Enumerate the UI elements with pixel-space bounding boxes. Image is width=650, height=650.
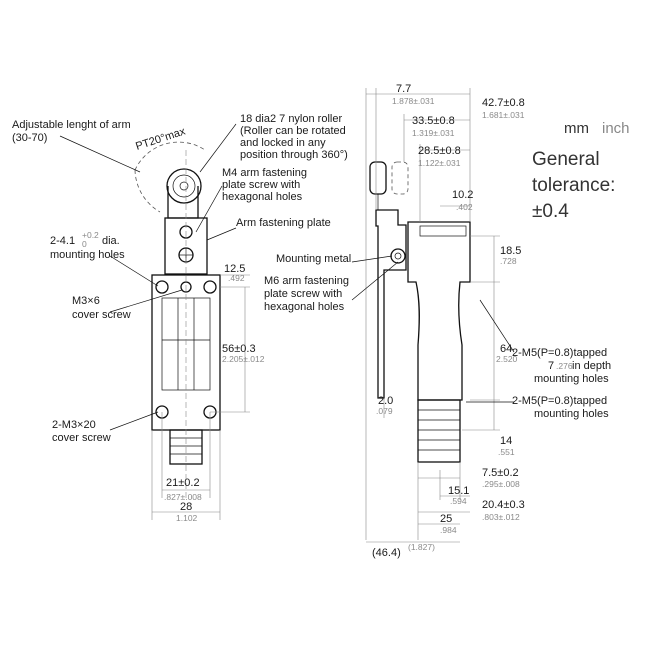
roller-label-4: position through 360°) <box>240 149 348 161</box>
m5a-label-2-depth: in depth <box>572 360 611 372</box>
dim-64-inch: 2.520 <box>496 354 518 364</box>
m5a-label-1: 2-M5(P=0.8)tapped <box>512 347 607 359</box>
m6-label-1: M6 arm fastening <box>264 275 349 287</box>
dim-12-5: 12.5 <box>224 263 245 275</box>
dim-15-1-inch: .594 <box>450 496 467 506</box>
dim-7-5-inch: .295±.008 <box>482 479 520 489</box>
m3x6-label-2: cover screw <box>72 309 131 321</box>
unit-inch: inch <box>602 120 630 137</box>
m6-label-3: hexagonal holes <box>264 301 345 313</box>
side-labels: Mounting metal M6 arm fastening plate sc… <box>264 253 611 420</box>
dim-28-5-inch: 1.122±.031 <box>418 158 461 168</box>
dim-2-0: 2.0 <box>378 395 393 407</box>
m4-label-3: hexagonal holes <box>222 191 303 203</box>
dim-21: 21±0.2 <box>166 477 200 489</box>
m6-label-2: plate screw with <box>264 288 342 300</box>
dim-12-5-inch: .492 <box>228 273 245 283</box>
roller-icon <box>166 168 202 204</box>
adjustable-arm-label: Adjustable lenght of arm <box>12 119 131 131</box>
m4-label-1: M4 arm fastening <box>222 167 307 179</box>
dim-20-4-inch: .803±.012 <box>482 512 520 522</box>
unit-mm: mm <box>564 120 589 137</box>
front-view <box>59 123 250 520</box>
dim-10-2-inch: .402 <box>456 202 473 212</box>
m5b-label-1: 2-M5(P=0.8)tapped <box>512 395 607 407</box>
m5a-label-3: mounting holes <box>534 373 609 385</box>
dim-42-7: 42.7±0.8 <box>482 97 525 109</box>
dim-56-inch: 2.205±.012 <box>222 354 265 364</box>
front-dimensions: 12.5 .492 56±0.3 2.205±.012 21±0.2 .827±… <box>164 263 265 523</box>
dim-42-7-inch: 1.681±.031 <box>482 110 525 120</box>
dim-56: 56±0.3 <box>222 343 256 355</box>
dim-10-2: 10.2 <box>452 189 473 201</box>
dim-14-inch: .551 <box>498 447 515 457</box>
mount-holes-tol-zero: 0 <box>82 239 87 249</box>
legend-block: mm inch General tolerance: ±0.4 <box>532 120 630 222</box>
m5a-label-2-inch: .276 <box>556 361 573 371</box>
m3x6-label-1: M3×6 <box>72 295 100 307</box>
mount-holes-label-3: mounting holes <box>50 249 125 261</box>
mount-holes-label-1: 2-4.1 <box>50 235 75 247</box>
dim-25-inch: .984 <box>440 525 457 535</box>
mount-holes-tol: +0.2 <box>82 230 99 240</box>
dim-28-inch: 1.102 <box>176 513 198 523</box>
arm-plate-label: Arm fastening plate <box>236 217 331 229</box>
dim-28: 28 <box>180 501 192 513</box>
dim-18-5: 18.5 <box>500 245 521 257</box>
dim-14: 14 <box>500 435 512 447</box>
dim-64: 64 <box>500 343 512 355</box>
m4-label-2: plate screw with <box>222 179 300 191</box>
front-labels: Adjustable lenght of arm (30-70) PT20°ma… <box>12 113 348 444</box>
m3x20-label-1: 2-M3×20 <box>52 419 96 431</box>
dim-28-5: 28.5±0.8 <box>418 145 461 157</box>
mount-holes-label-2: dia. <box>102 235 120 247</box>
side-dimensions: 7.7 1.878±.031 42.7±0.8 1.681±.031 33.5±… <box>372 83 525 559</box>
m3x20-label-2: cover screw <box>52 432 111 444</box>
roller-label-2: (Roller can be rotated <box>240 125 346 137</box>
dim-33-5-inch: 1.319±.031 <box>412 128 455 138</box>
dim-18-5-inch: .728 <box>500 256 517 266</box>
tolerance-line-3: ±0.4 <box>532 201 569 222</box>
side-view <box>351 88 515 543</box>
dim-20-4: 20.4±0.3 <box>482 499 525 511</box>
tolerance-line-1: General <box>532 149 600 170</box>
m5b-label-2: mounting holes <box>534 408 609 420</box>
roller-label-1: 18 dia2 7 nylon roller <box>240 113 342 125</box>
mounting-metal-label: Mounting metal <box>276 253 351 265</box>
dim-46-4-inch: (1.827) <box>408 542 435 552</box>
adjustable-range-label: (30-70) <box>12 132 47 144</box>
mount-hole-icon <box>155 280 169 294</box>
dim-33-5: 33.5±0.8 <box>412 115 455 127</box>
dim-7-7: 7.7 <box>396 83 411 95</box>
pt-angle-label: PT20°max <box>134 125 187 152</box>
dim-25: 25 <box>440 513 452 525</box>
dim-1-878-inch: 1.878±.031 <box>392 96 435 106</box>
dim-46-4: (46.4) <box>372 547 401 559</box>
tolerance-line-2: tolerance: <box>532 175 615 196</box>
mount-hole-icon <box>203 280 217 294</box>
roller-label-3: and locked in any <box>240 137 326 149</box>
dim-2-0-inch: .079 <box>376 406 393 416</box>
m5a-label-2: 7 <box>548 360 554 372</box>
dim-15-1: 15.1 <box>448 485 469 497</box>
dim-21-inch: .827±.008 <box>164 492 202 502</box>
dim-7-5: 7.5±0.2 <box>482 467 519 479</box>
